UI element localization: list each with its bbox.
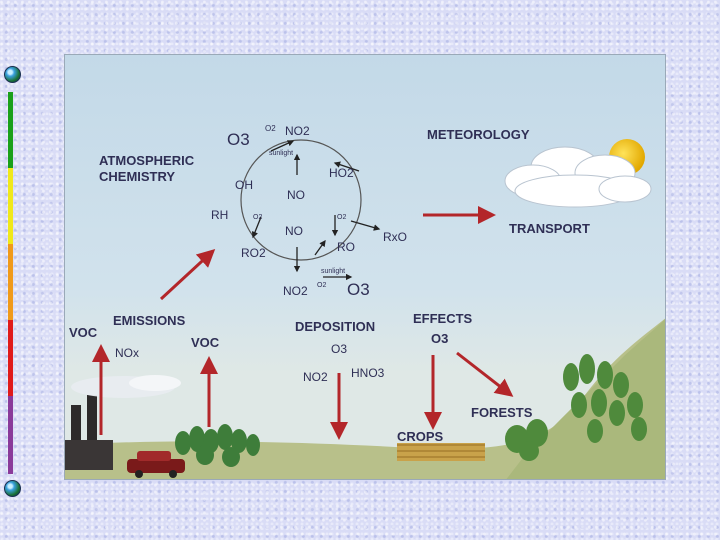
- label-deposition-no2: NO2: [303, 370, 328, 384]
- label-effects-o3: O3: [431, 331, 448, 346]
- globe-icon-bottom: [4, 480, 21, 497]
- crops-field: [397, 443, 485, 461]
- cycle-ho2: HO2: [329, 166, 354, 180]
- cycle-no2-bottom: NO2: [283, 284, 308, 298]
- label-voc-left: VOC: [69, 325, 98, 340]
- cycle-o2-bottom: O2: [317, 282, 326, 289]
- trees-left: [175, 424, 260, 467]
- label-effects: EFFECTS: [413, 311, 473, 326]
- bar-segment-purple: [8, 396, 13, 474]
- diagram-panel: ATMOSPHERIC CHEMISTRY METEOROLOGY TRANSP…: [64, 54, 666, 480]
- cycle-o2-top: O2: [265, 124, 276, 133]
- cycle-o3-top: O3: [227, 130, 250, 149]
- label-chemistry: CHEMISTRY: [99, 169, 175, 184]
- cycle-rxo: RxO: [383, 230, 407, 244]
- label-deposition-o3: O3: [331, 342, 347, 356]
- cycle-no2-top: NO2: [285, 124, 310, 138]
- label-deposition: DEPOSITION: [295, 319, 375, 334]
- car-icon: [127, 451, 185, 478]
- cycle-oh: OH: [235, 178, 253, 192]
- bar-segment-yellow: [8, 168, 13, 244]
- cycle-arrows: [251, 140, 381, 281]
- cycle-ring: [240, 139, 362, 261]
- process-arrows: [92, 206, 514, 440]
- globe-icon-top: [4, 66, 21, 83]
- cloud-icon: [504, 146, 652, 208]
- cycle-rh: RH: [211, 208, 228, 222]
- arrow-to-forests: [456, 351, 514, 397]
- side-color-bar: [4, 66, 21, 500]
- cycle-sunlight-bottom: sunlight: [321, 268, 345, 275]
- cycle-no-mid: NO: [285, 224, 303, 238]
- cycle-no-top: NO: [287, 188, 305, 202]
- cycle-o3-bottom: O3: [347, 280, 370, 299]
- cycle-o2-left: O2: [253, 214, 262, 221]
- trees-forest: [505, 354, 647, 461]
- bar-segment-orange: [8, 244, 13, 320]
- bar-segment-green: [8, 92, 13, 168]
- label-deposition-hno3: HNO3: [351, 366, 385, 380]
- arrow-emissions-to-chemistry: [159, 248, 216, 301]
- label-nox: NOx: [115, 346, 139, 360]
- diagram-svg: ATMOSPHERIC CHEMISTRY METEOROLOGY TRANSP…: [65, 124, 665, 479]
- bar-segment-red: [8, 320, 13, 396]
- factory-icon: [65, 375, 181, 470]
- label-emissions: EMISSIONS: [113, 313, 186, 328]
- cycle-o2-right: O2: [337, 214, 346, 221]
- cycle-ro2: RO2: [241, 246, 266, 260]
- label-transport: TRANSPORT: [509, 221, 590, 236]
- label-atmospheric: ATMOSPHERIC: [99, 153, 195, 168]
- label-voc-right: VOC: [191, 335, 220, 350]
- cycle-sunlight-top: sunlight: [269, 150, 293, 157]
- label-forests: FORESTS: [471, 405, 533, 420]
- label-crops: CROPS: [397, 429, 444, 444]
- cycle-ro: RO: [337, 240, 355, 254]
- label-meteorology: METEOROLOGY: [427, 127, 530, 142]
